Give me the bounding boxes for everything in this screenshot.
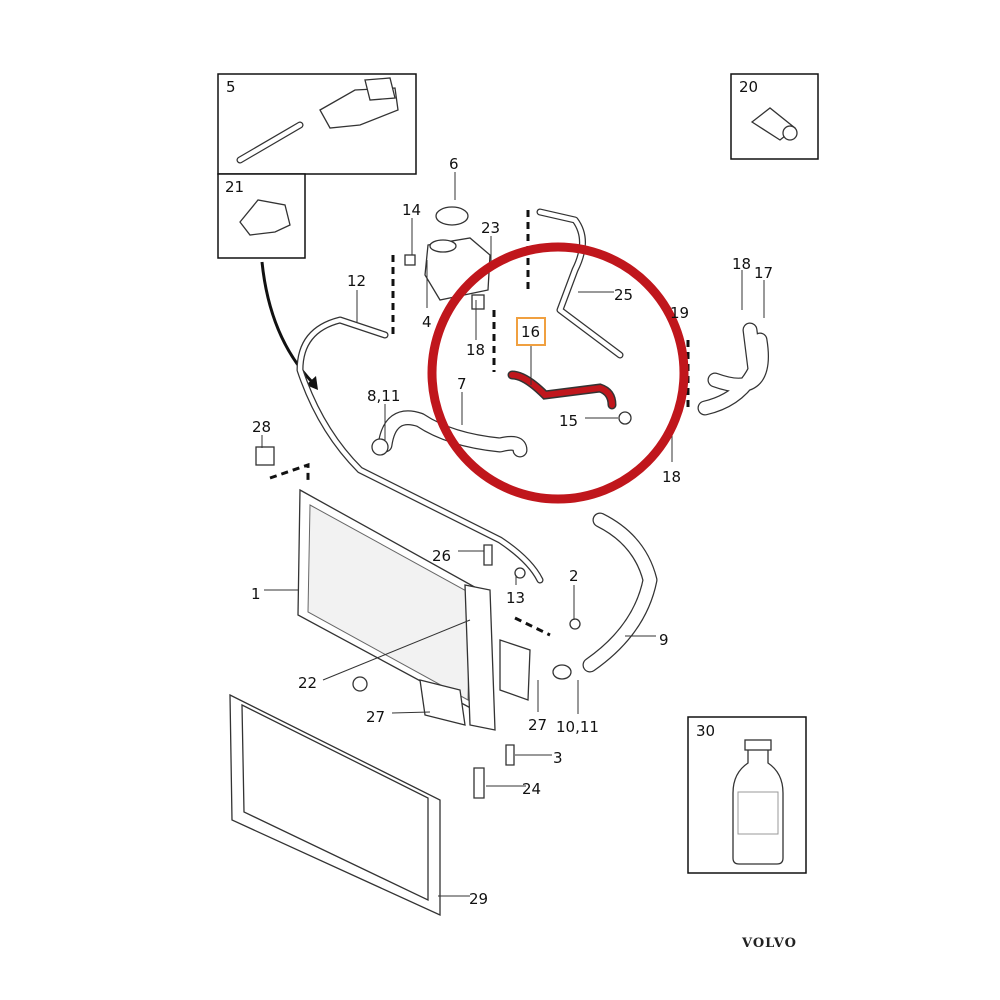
part-labels: 6 14 23 12 4 25 18 17 19 16 18 7 8,11 15… — [251, 155, 773, 908]
part-label-29[interactable]: 29 — [469, 890, 488, 908]
inset-part-30[interactable]: 30 — [687, 716, 807, 874]
part-label-9[interactable]: 9 — [659, 631, 669, 649]
part-13-clip[interactable] — [514, 567, 526, 579]
part-label-17[interactable]: 17 — [754, 264, 773, 282]
part-label-18[interactable]: 18 — [466, 341, 485, 359]
part-label-12[interactable]: 12 — [347, 272, 366, 290]
part-label-18[interactable]: 18 — [732, 255, 751, 273]
highlight-circle — [427, 242, 689, 504]
part-label-26[interactable]: 26 — [432, 547, 451, 565]
inset-part-20[interactable]: 20 — [730, 73, 819, 160]
part-2-bolt[interactable] — [569, 618, 581, 630]
part-label-8-11[interactable]: 8,11 — [367, 387, 400, 405]
part-15-clamp[interactable] — [618, 411, 632, 425]
leader-lines — [261, 172, 765, 897]
part-label-27[interactable]: 27 — [528, 716, 547, 734]
part-label-4[interactable]: 4 — [422, 313, 432, 331]
part-26-bolt[interactable] — [483, 544, 493, 566]
part-label-28[interactable]: 28 — [252, 418, 271, 436]
part-6-cap[interactable] — [435, 206, 469, 226]
part-label-27[interactable]: 27 — [366, 708, 385, 726]
part-label-20: 20 — [739, 78, 758, 96]
part-label-14[interactable]: 14 — [402, 201, 421, 219]
part-16-hose-highlight — [509, 372, 615, 408]
part-label-5: 5 — [226, 78, 236, 96]
part-22-bushing[interactable] — [352, 676, 368, 692]
part-label-21: 21 — [225, 178, 244, 196]
part-label-15[interactable]: 15 — [559, 412, 578, 430]
inset-part-21[interactable]: 21 — [217, 173, 306, 259]
part-28-clip[interactable] — [255, 446, 275, 466]
part-8-clamp[interactable] — [371, 438, 389, 456]
part-label-22[interactable]: 22 — [298, 674, 317, 692]
part-label-24[interactable]: 24 — [522, 780, 541, 798]
arrow-head-icon — [306, 376, 318, 390]
brand-logo: VOLVO — [741, 936, 797, 951]
part-label-16[interactable]: 16 — [521, 323, 540, 341]
part-label-2[interactable]: 2 — [569, 567, 579, 585]
part-24-bolt[interactable] — [473, 767, 485, 799]
part-label-13[interactable]: 13 — [506, 589, 525, 607]
part-29-condenser[interactable] — [229, 693, 441, 917]
part-label-19[interactable]: 19 — [670, 304, 689, 322]
part-label-25[interactable]: 25 — [614, 286, 633, 304]
part-label-18[interactable]: 18 — [662, 468, 681, 486]
part-14-clip[interactable] — [404, 254, 416, 266]
inset-part-5[interactable]: 5 — [217, 73, 417, 175]
part-label-3[interactable]: 3 — [553, 749, 563, 767]
selected-part-box — [516, 317, 546, 346]
part-label-1[interactable]: 1 — [251, 585, 261, 603]
part-label-23[interactable]: 23 — [481, 219, 500, 237]
part-18-clamp[interactable] — [471, 294, 485, 310]
part-3-bolt[interactable] — [505, 744, 515, 766]
arrow-line — [260, 261, 317, 387]
part-label-7[interactable]: 7 — [457, 375, 467, 393]
part-1-radiator[interactable] — [297, 488, 531, 731]
part-label-10-11[interactable]: 10,11 — [556, 718, 599, 736]
part-label-30: 30 — [696, 722, 715, 740]
part-10-clamp[interactable] — [552, 664, 572, 680]
part-label-6[interactable]: 6 — [449, 155, 459, 173]
